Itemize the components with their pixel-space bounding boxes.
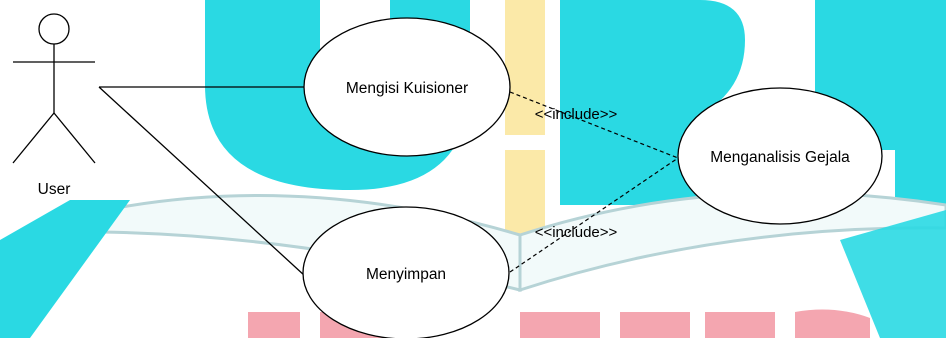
include-label-top: <<include>> xyxy=(535,106,618,123)
include-line-top xyxy=(509,91,679,159)
include-line-bottom xyxy=(509,157,679,273)
use-case-label: Menganalisis Gejala xyxy=(710,149,850,166)
use-case-label: Menyimpan xyxy=(366,266,446,283)
use-case-label: Mengisi Kuisioner xyxy=(346,80,468,97)
actor-leg-right xyxy=(53,112,96,164)
actor-user: User xyxy=(12,13,96,198)
include-label-bottom: <<include>> xyxy=(535,224,618,241)
association-user-menyimpan xyxy=(98,86,306,277)
use-case-menyimpan[interactable]: Menyimpan xyxy=(302,206,510,338)
watermark-cyan-left-stroke xyxy=(0,200,130,338)
use-case-menganalisis-gejala[interactable]: Menganalisis Gejala xyxy=(677,87,883,225)
use-case-ellipse xyxy=(302,206,510,338)
use-case-mengisi-kuisioner[interactable]: Mengisi Kuisioner xyxy=(303,17,511,157)
use-case-ellipse xyxy=(303,17,511,157)
actor-head xyxy=(38,13,70,45)
watermark-cyan-right-stroke xyxy=(840,210,946,338)
actor-leg-left xyxy=(12,112,55,164)
actor-label: User xyxy=(38,181,71,198)
use-case-ellipse xyxy=(677,87,883,225)
